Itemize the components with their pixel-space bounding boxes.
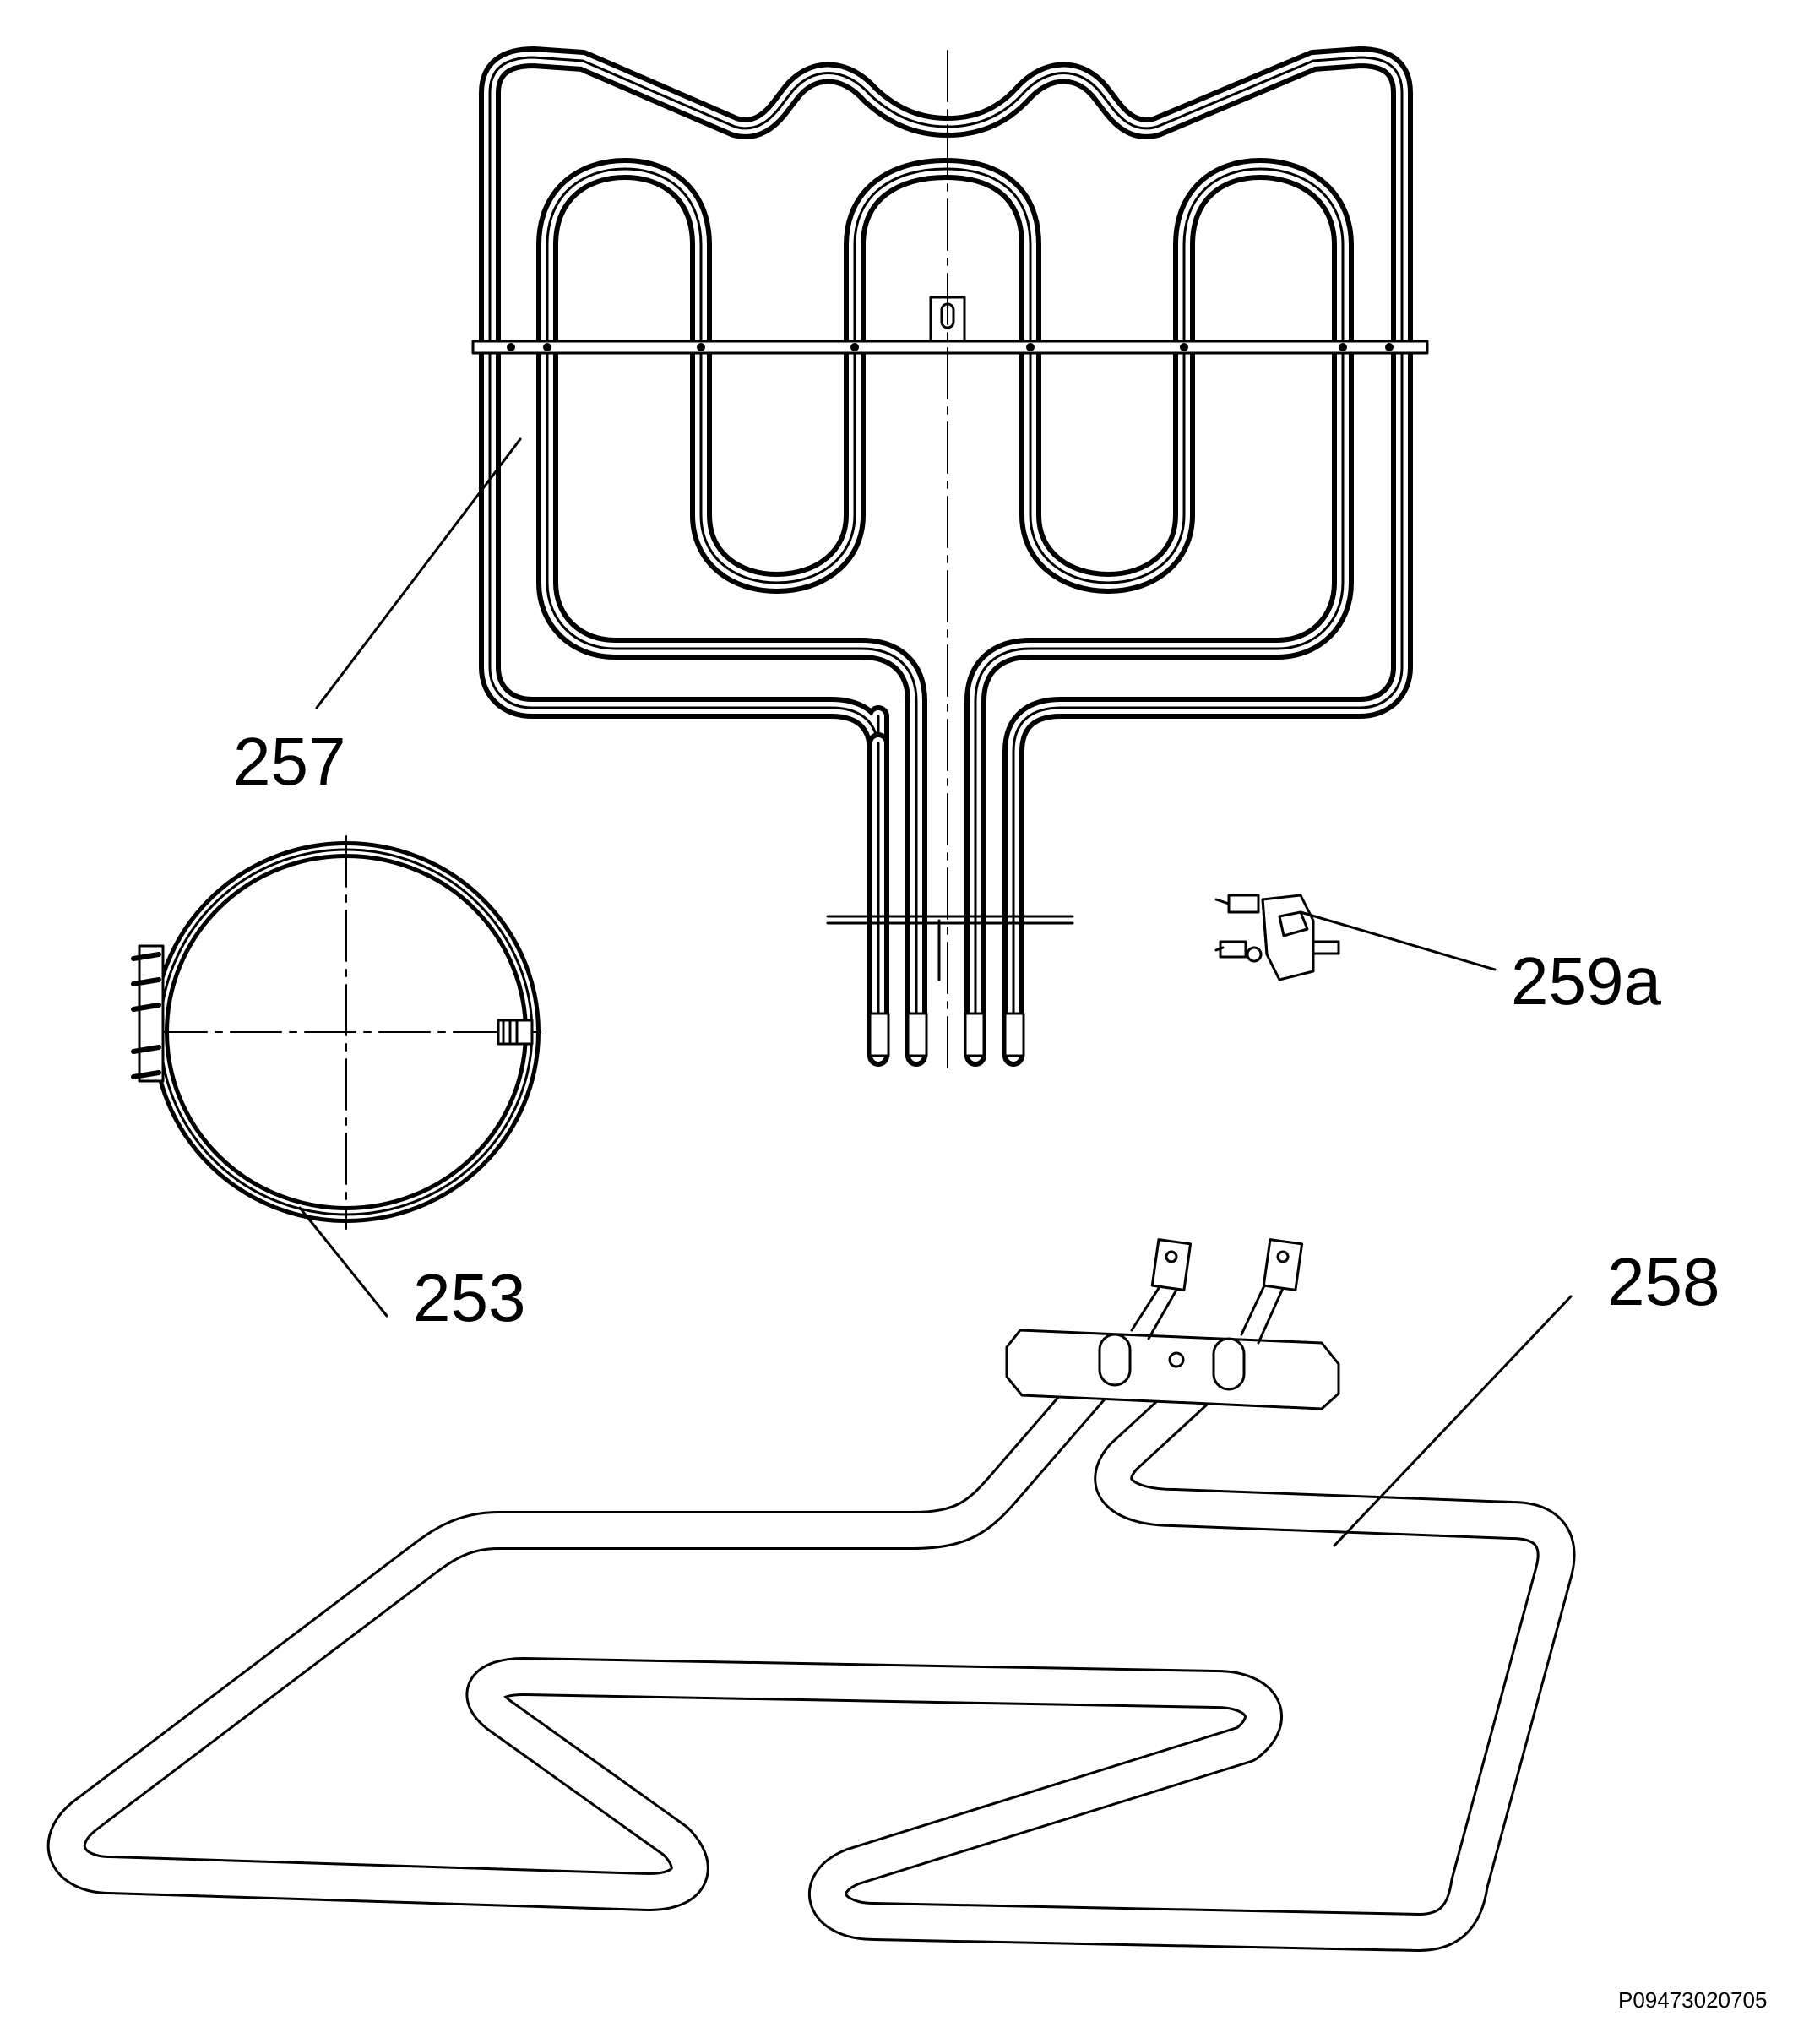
thermostat-259a [1214, 894, 1340, 981]
circular-element-253 [131, 835, 541, 1230]
leader-line-257 [315, 437, 522, 709]
leader-line-258 [1333, 1295, 1573, 1547]
leader-line-259a [1299, 910, 1497, 971]
part-label-258: 258 [1607, 1244, 1720, 1319]
part-label-259a: 259a [1511, 943, 1661, 1019]
drawing-code: P09473020705 [1618, 1987, 1768, 2013]
part-label-253: 253 [413, 1260, 526, 1335]
leader-line-253 [298, 1206, 388, 1318]
part-label-257: 257 [233, 724, 346, 799]
grill-element-257 [471, 46, 1429, 1069]
bottom-element-258 [46, 1238, 1576, 1952]
